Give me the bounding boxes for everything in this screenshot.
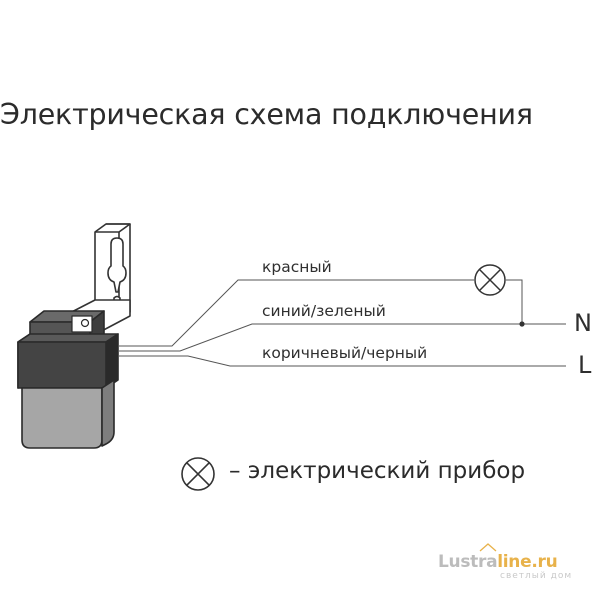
wire-label-brown-black: коричневый/черный (262, 344, 428, 362)
diagram-title: Электрическая схема подключения (0, 98, 533, 131)
terminal-neutral: N (574, 309, 592, 337)
brand-house-icon (479, 543, 497, 552)
terminal-line: L (578, 351, 592, 379)
brand-watermark: Lustraline.ru светлый дом (438, 552, 571, 581)
photo-sensor-housing (17, 310, 119, 449)
wire-brown-black (118, 355, 566, 367)
brand-main-text: Lustra (438, 552, 498, 572)
wire-lamp-return (506, 279, 523, 324)
brand-subtitle: светлый дом (500, 571, 573, 581)
wires (118, 279, 566, 367)
legend-lamp-symbol-icon (181, 457, 215, 491)
wire-junction-dot (519, 321, 525, 327)
wire-blue-green (118, 323, 566, 352)
legend-text: – электрический прибор (229, 458, 526, 484)
wire-label-blue-green: синий/зеленый (262, 302, 386, 320)
brand-accent-text: line.ru (497, 552, 558, 572)
wire-label-red: красный (262, 258, 332, 276)
wire-red (118, 279, 474, 347)
lamp-symbol-icon (474, 264, 506, 296)
brand-main: Lustraline.ru (438, 552, 558, 572)
